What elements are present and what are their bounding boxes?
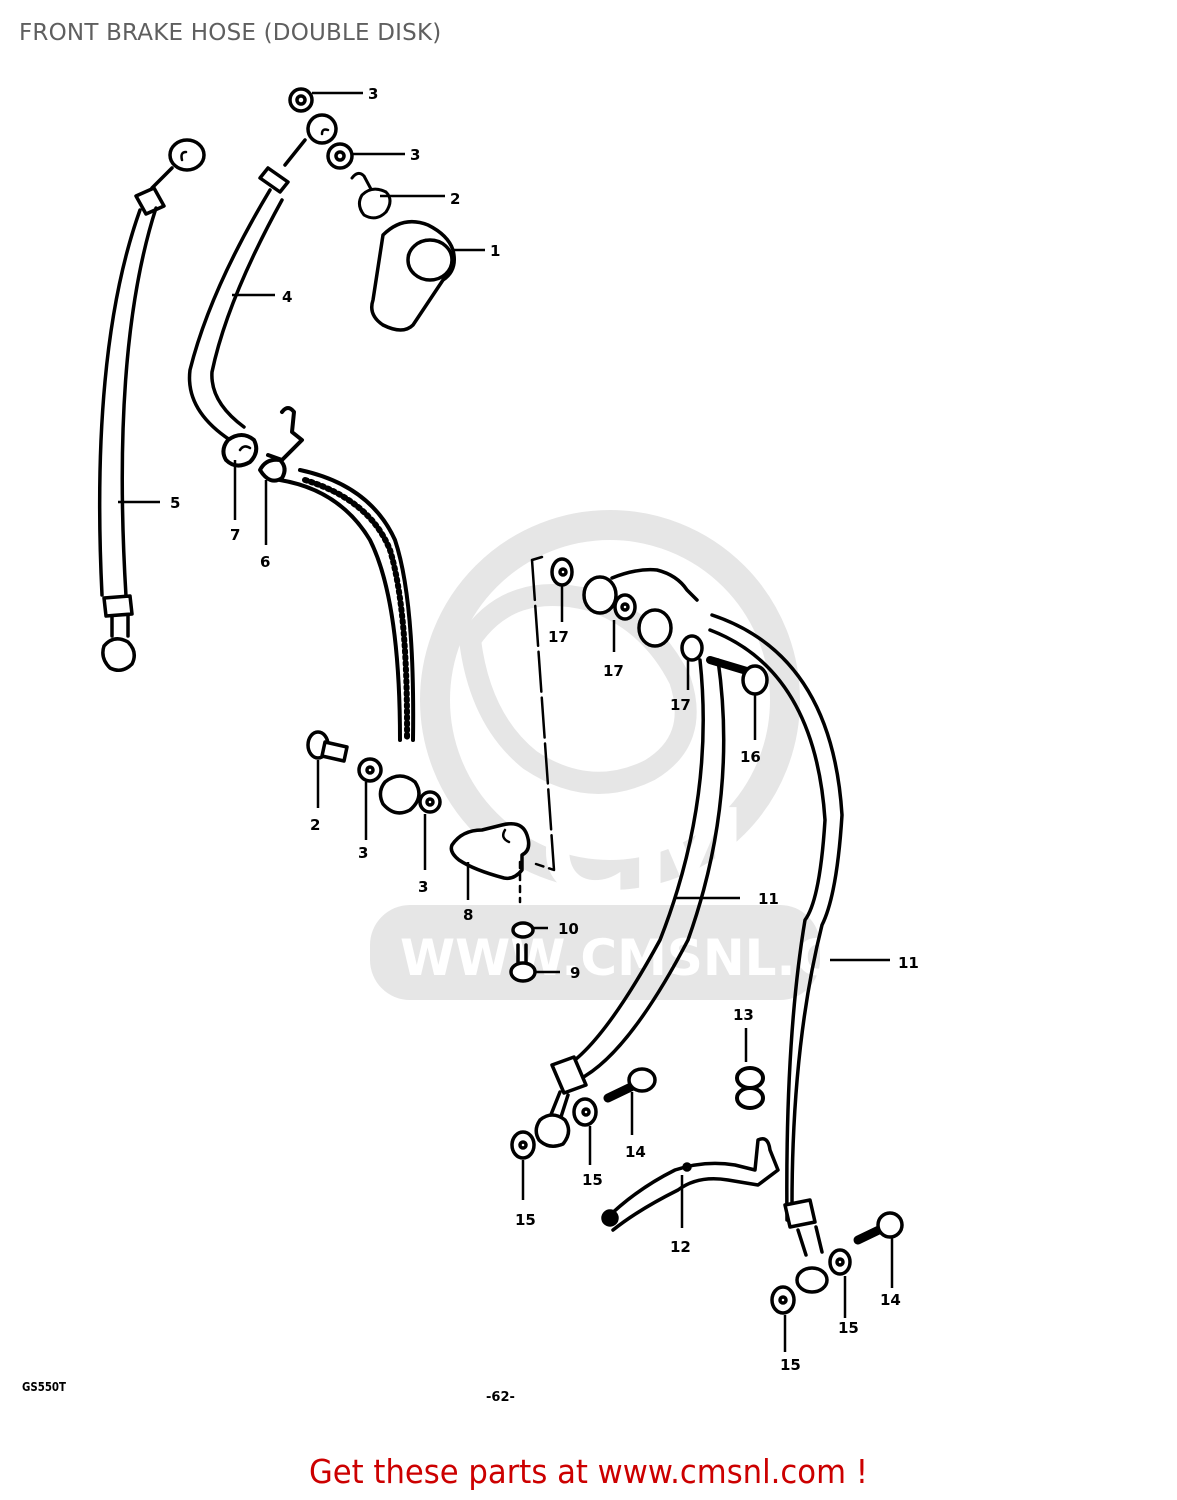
part-5-brake-hose — [97, 138, 206, 672]
callout-grommet: 13 — [733, 1006, 754, 1062]
model-code: GS550T — [22, 1380, 66, 1394]
callout-washer: 10 — [533, 920, 579, 938]
callout-gasket: 3 — [418, 814, 428, 896]
callout-label: 8 — [463, 906, 473, 924]
watermark-logo-ring — [420, 510, 800, 890]
callout-label: 15 — [838, 1319, 859, 1337]
part-12-hose-clamp-bracket — [601, 1137, 780, 1232]
callout-label: 11 — [898, 954, 919, 972]
callout-gasket: 17 — [603, 620, 624, 680]
callout-label: 3 — [418, 878, 428, 896]
callout-label: 4 — [282, 288, 292, 306]
callout-label: 3 — [358, 844, 368, 862]
callout-union-bolt: 14 — [625, 1092, 646, 1161]
watermark-banner — [370, 905, 820, 1000]
callout-gasket: 15 — [582, 1126, 603, 1189]
callout-brake-hose: 5 — [118, 494, 180, 512]
part-15-gaskets — [510, 1097, 852, 1315]
callout-hose-joint: 8 — [463, 862, 473, 924]
callout-gasket: 3 — [312, 85, 378, 103]
callout-bolt: 9 — [535, 964, 580, 982]
callout-union-bolt: 14 — [880, 1238, 901, 1309]
callout-label: 17 — [548, 628, 569, 646]
callout-gasket: 3 — [352, 146, 420, 164]
page-number: -62- — [486, 1390, 515, 1405]
line-art — [97, 87, 904, 1315]
callout-label: 15 — [582, 1171, 603, 1189]
page-title: FRONT BRAKE HOSE (DOUBLE DISK) — [19, 20, 442, 46]
callout-label: 13 — [733, 1006, 754, 1024]
part-13-grommet — [735, 1066, 765, 1110]
coiled-brake-hose-middle — [278, 468, 416, 743]
callout-hose-clamp-bracket: 12 — [670, 1175, 691, 1256]
part-3-gasket-top — [288, 87, 354, 170]
callout-label: 12 — [670, 1238, 691, 1256]
callout-label: 3 — [368, 85, 378, 103]
callout-gasket: 15 — [838, 1276, 859, 1337]
callout-label: 7 — [230, 526, 240, 544]
callout-label: 5 — [170, 494, 180, 512]
part-3-gasket-lower — [357, 757, 442, 815]
callout-brake-hose-lower: 11 — [830, 954, 919, 972]
callout-grommet: 6 — [260, 480, 270, 571]
part-4-brake-hose-upper — [187, 113, 338, 442]
callout-label: 1 — [490, 242, 500, 260]
callout-brake-hose-upper: 4 — [232, 288, 292, 306]
callout-gasket: 17 — [548, 585, 569, 646]
callout-brake-hose-lower: 11 — [676, 890, 779, 908]
callout-label: 17 — [603, 662, 624, 680]
callout-gasket: 15 — [515, 1160, 536, 1229]
callout-label: 14 — [880, 1291, 901, 1309]
callout-label: 6 — [260, 553, 270, 571]
part-17-gaskets — [550, 557, 704, 662]
callout-label: 14 — [625, 1143, 646, 1161]
callout-gasket: 15 — [780, 1315, 801, 1374]
callout-union-bolt: 2 — [380, 190, 460, 208]
callout-union-bolt: 16 — [740, 694, 761, 766]
part-11-brake-hose-lower-left — [534, 658, 726, 1148]
callout-label: 17 — [670, 696, 691, 714]
part-9-10-bolt-washer — [509, 860, 537, 983]
get-parts-link[interactable]: Get these parts at www.cmsnl.com ! — [308, 1452, 869, 1491]
part-11-brake-hose-lower-right — [708, 613, 844, 1294]
callout-label: 11 — [758, 890, 779, 908]
callout-gasket: 17 — [670, 660, 691, 714]
callout-label: 2 — [450, 190, 460, 208]
callout-union-bolt: 2 — [310, 760, 320, 834]
callout-gasket: 3 — [358, 782, 368, 862]
assembly-bracket-line — [530, 555, 556, 872]
part-14-union-bolts — [603, 1067, 904, 1245]
watermark: CMS WWW.CMSNL.COM — [370, 510, 925, 1000]
callout-group: 3321457623381091717171611111314151512141… — [118, 85, 919, 1374]
callout-label: 16 — [740, 748, 761, 766]
part-1-master-cylinder-union — [370, 219, 456, 332]
callout-master-cylinder-union: 1 — [452, 242, 500, 260]
part-6-7-grommets — [221, 406, 304, 483]
callout-label: 2 — [310, 816, 320, 834]
callout-label: 9 — [570, 964, 580, 982]
callout-grommet: 7 — [230, 460, 240, 544]
callout-label: 15 — [515, 1211, 536, 1229]
part-2-union-bolt-lower — [306, 730, 349, 763]
callout-label: 3 — [410, 146, 420, 164]
callout-label: 10 — [558, 920, 579, 938]
part-8-hose-joint — [449, 822, 531, 881]
callout-label: 15 — [780, 1356, 801, 1374]
